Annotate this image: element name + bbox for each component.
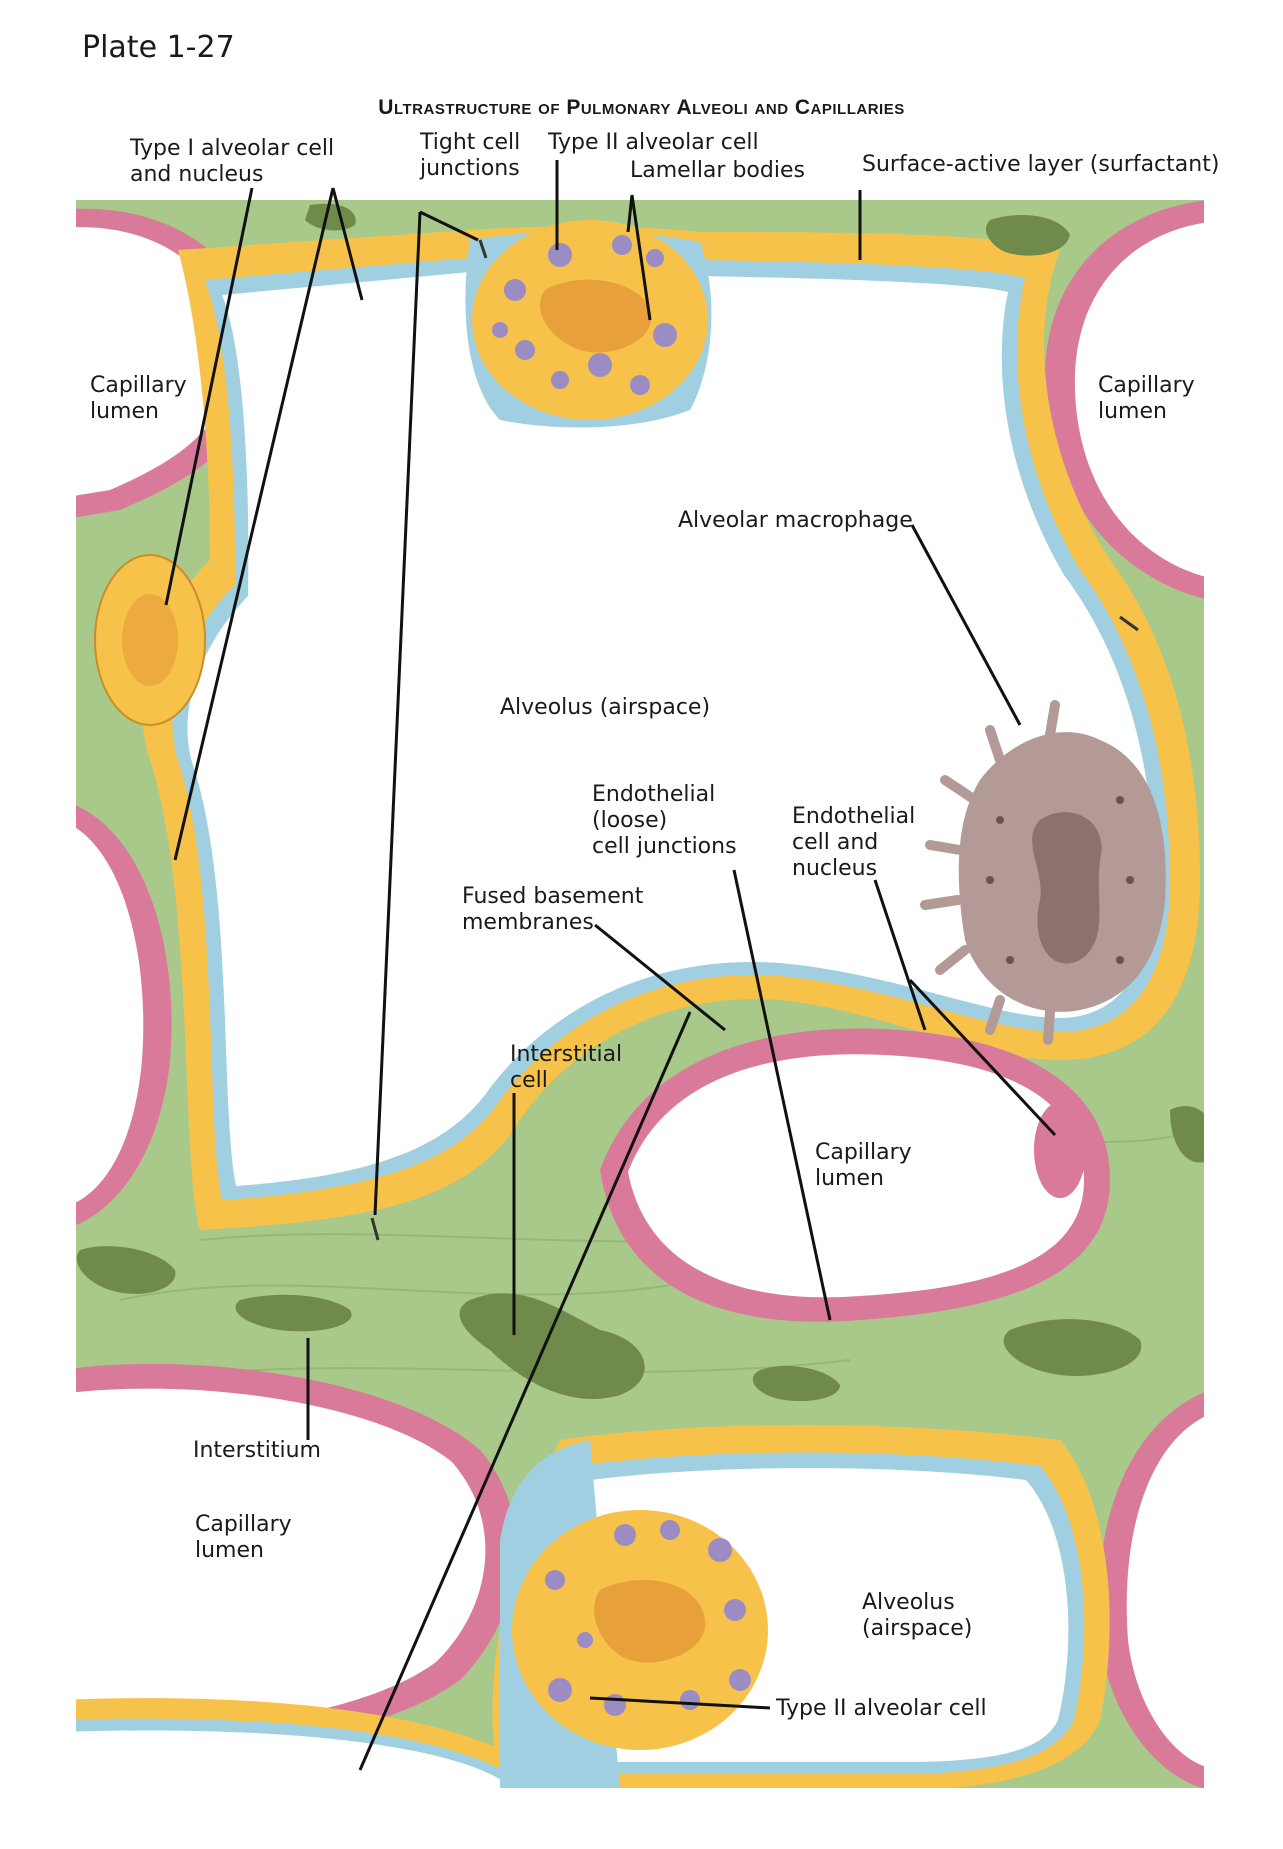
capillary-center [600,1028,1110,1322]
label-fused-bm: Fused basement membranes [462,884,644,935]
label-type2-bottom: Type II alveolar cell [776,1696,987,1721]
label-type1-cell: Type I alveolar cell and nucleus [130,136,335,187]
alveolar-macrophage [920,700,1166,1045]
type2-cell-top [465,220,712,428]
capillary-bottom-right [1098,1392,1204,1788]
label-cap-lumen-left: Capillary lumen [90,373,187,424]
plate-number: Plate 1-27 [82,30,235,65]
leader-lines [164,160,1057,1771]
label-cap-lumen-bottom: Capillary lumen [195,1512,292,1563]
interstitial-cells [76,203,1204,1402]
endothelial-nucleus [1034,1102,1086,1198]
label-cap-lumen-right: Capillary lumen [1098,373,1195,424]
capillary-mid-left [76,805,172,1225]
capillary-top-right [1044,200,1204,599]
main-alveolus [142,226,1200,1230]
label-interstitium: Interstitium [193,1438,321,1463]
label-surfactant: Surface-active layer (surfactant) [862,152,1220,177]
label-type2-top: Type II alveolar cell [548,130,759,155]
label-alveolus-main: Alveolus (airspace) [500,695,711,720]
label-cap-lumen-center: Capillary lumen [815,1140,912,1191]
type2-cell-bottom [500,1440,768,1788]
label-endo-cell: Endothelial cell and nucleus [792,804,916,881]
label-macrophage: Alveolar macrophage [678,508,913,533]
label-lamellar-bodies: Lamellar bodies [630,158,805,183]
label-endo-junctions: Endothelial (loose) cell junctions [592,782,737,859]
label-alveolus-bottom: Alveolus (airspace) [862,1590,973,1641]
plate-title: Ultrastructure of Pulmonary Alveoli and … [378,96,905,119]
label-tight-junctions: Tight cell junctions [420,130,521,181]
label-interstitial-cell: Interstitial cell [510,1042,623,1093]
